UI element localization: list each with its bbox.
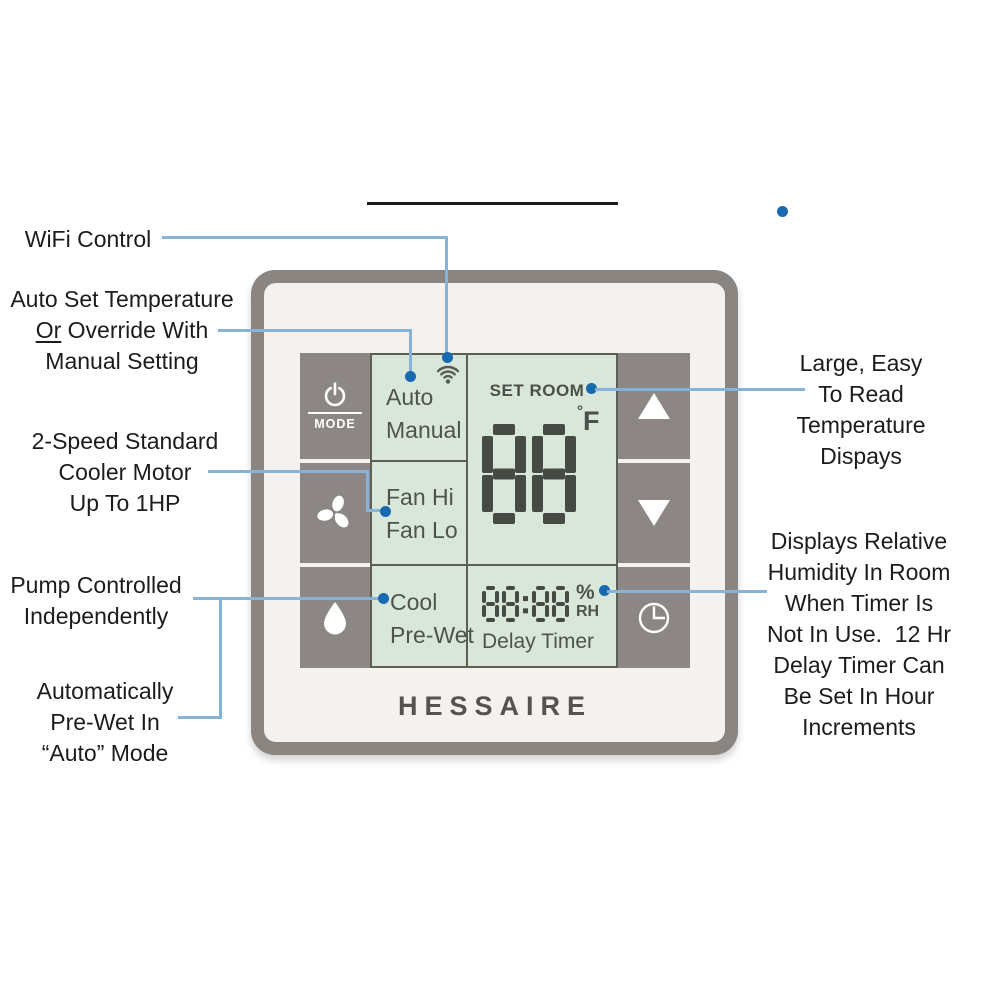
callout-wifi-control: WiFi Control (8, 224, 168, 255)
pump-callout-dot (378, 593, 389, 604)
mode-button-label: MODE (314, 416, 356, 431)
callout-text: Manual Setting (45, 348, 199, 374)
stray-blue-dot (777, 206, 788, 217)
callout-text: Independently (23, 603, 169, 629)
callout-temperature-display: Large, Easy To Read Temperature Dispays (772, 348, 950, 472)
callout-text: Or Override With (35, 317, 209, 343)
fan-speed-button[interactable] (300, 463, 370, 563)
auto-callout-line-vertical (409, 329, 412, 373)
power-icon (324, 381, 346, 406)
lcd-horizontal-divider (370, 564, 618, 566)
pump-button[interactable] (300, 567, 370, 668)
wifi-icon (436, 365, 460, 384)
temp-up-button[interactable] (618, 353, 690, 459)
temperature-unit: °F (577, 403, 600, 437)
lcd-left-divider-1 (370, 460, 466, 462)
temp-down-button[interactable] (618, 463, 690, 563)
fan-lo-label: Fan Lo (386, 517, 458, 543)
down-arrow-icon (638, 500, 670, 526)
pump-callout-line (193, 597, 383, 600)
wifi-callout-dot (442, 352, 453, 363)
brand-logo: HESSAIRE (397, 691, 593, 721)
timer-humidity-readout (482, 586, 572, 627)
mode-power-button[interactable]: MODE (300, 353, 370, 459)
fan-indicator-cell: Fan Hi Fan Lo (386, 481, 458, 547)
lcd-vertical-divider (466, 353, 468, 668)
callout-auto-prewet: Automatically Pre-Wet In “Auto” Mode (15, 676, 195, 769)
underlined-or: Or (35, 317, 62, 343)
humidity-callout-dot (599, 585, 610, 596)
callout-text: Be Set In Hour (783, 683, 935, 709)
callout-text: Increments (802, 714, 916, 740)
degree-symbol: ° (577, 403, 583, 420)
callout-auto-set-temperature: Auto Set Temperature Or Override With Ma… (2, 284, 242, 377)
fan-callout-line (208, 470, 369, 473)
delay-timer-button[interactable] (618, 567, 690, 668)
prewet-callout-line-vertical (219, 597, 222, 719)
callout-text: Large, Easy (799, 350, 923, 376)
callout-text: “Auto” Mode (41, 740, 169, 766)
callout-text: 2-Speed Standard (31, 428, 219, 454)
set-room-label: SET ROOM (489, 381, 585, 400)
setroom-callout-dot (586, 383, 597, 394)
temperature-readout (482, 424, 582, 529)
wifi-callout-line (162, 236, 448, 239)
top-divider-line (367, 202, 618, 205)
callout-text: Pump Controlled (10, 572, 182, 598)
callout-text: Delay Timer Can (773, 652, 945, 678)
callout-text: Dispays (820, 443, 902, 469)
callout-text: Auto Set Temperature (10, 286, 234, 312)
callout-text: Humidity In Room (767, 559, 951, 585)
setroom-callout-line (595, 388, 805, 391)
callout-text: WiFi Control (24, 226, 152, 252)
callout-pump-controlled: Pump Controlled Independently (0, 570, 192, 632)
delay-timer-label: Delay Timer (482, 630, 595, 653)
callout-two-speed-motor: 2-Speed Standard Cooler Motor Up To 1HP (20, 426, 230, 519)
callout-text: Pre-Wet In (50, 709, 160, 735)
callout-text: Temperature (796, 412, 926, 438)
cool-label: Cool (390, 589, 438, 615)
fan-icon (317, 495, 349, 528)
callout-text: Automatically (36, 678, 174, 704)
pre-wet-label: Pre-Wet (390, 622, 474, 648)
manual-label: Manual (386, 417, 462, 443)
auto-callout-line (218, 329, 412, 332)
water-drop-icon (324, 601, 346, 634)
callout-text: To Read (818, 381, 904, 407)
fan-callout-dot (380, 506, 391, 517)
prewet-callout-line (178, 716, 222, 719)
auto-callout-dot (405, 371, 416, 382)
mode-indicator-cell: Auto Manual (386, 381, 461, 447)
callout-text: Displays Relative (770, 528, 948, 554)
fan-callout-line-vertical (366, 470, 369, 512)
lcd-display (370, 353, 618, 668)
humidity-callout-line (607, 590, 767, 593)
wifi-callout-line-vertical (445, 236, 448, 356)
fan-hi-label: Fan Hi (386, 484, 454, 510)
callout-text: Not In Use. 12 Hr (766, 621, 952, 647)
up-arrow-icon (638, 393, 670, 419)
mode-button-divider (308, 411, 362, 414)
callout-text: When Timer Is (784, 590, 934, 616)
cool-indicator-cell: Cool Pre-Wet (390, 586, 474, 652)
fan-callout-line-end (366, 509, 384, 512)
rh-label: RH (576, 603, 600, 620)
callout-text: Up To 1HP (69, 490, 181, 516)
clock-timer-icon (638, 602, 670, 633)
callout-text: Cooler Motor (58, 459, 192, 485)
fahrenheit-label: F (583, 406, 600, 436)
percent-label: % (576, 581, 595, 604)
auto-label: Auto (386, 384, 434, 410)
callout-humidity-timer: Displays Relative Humidity In Room When … (756, 526, 962, 743)
